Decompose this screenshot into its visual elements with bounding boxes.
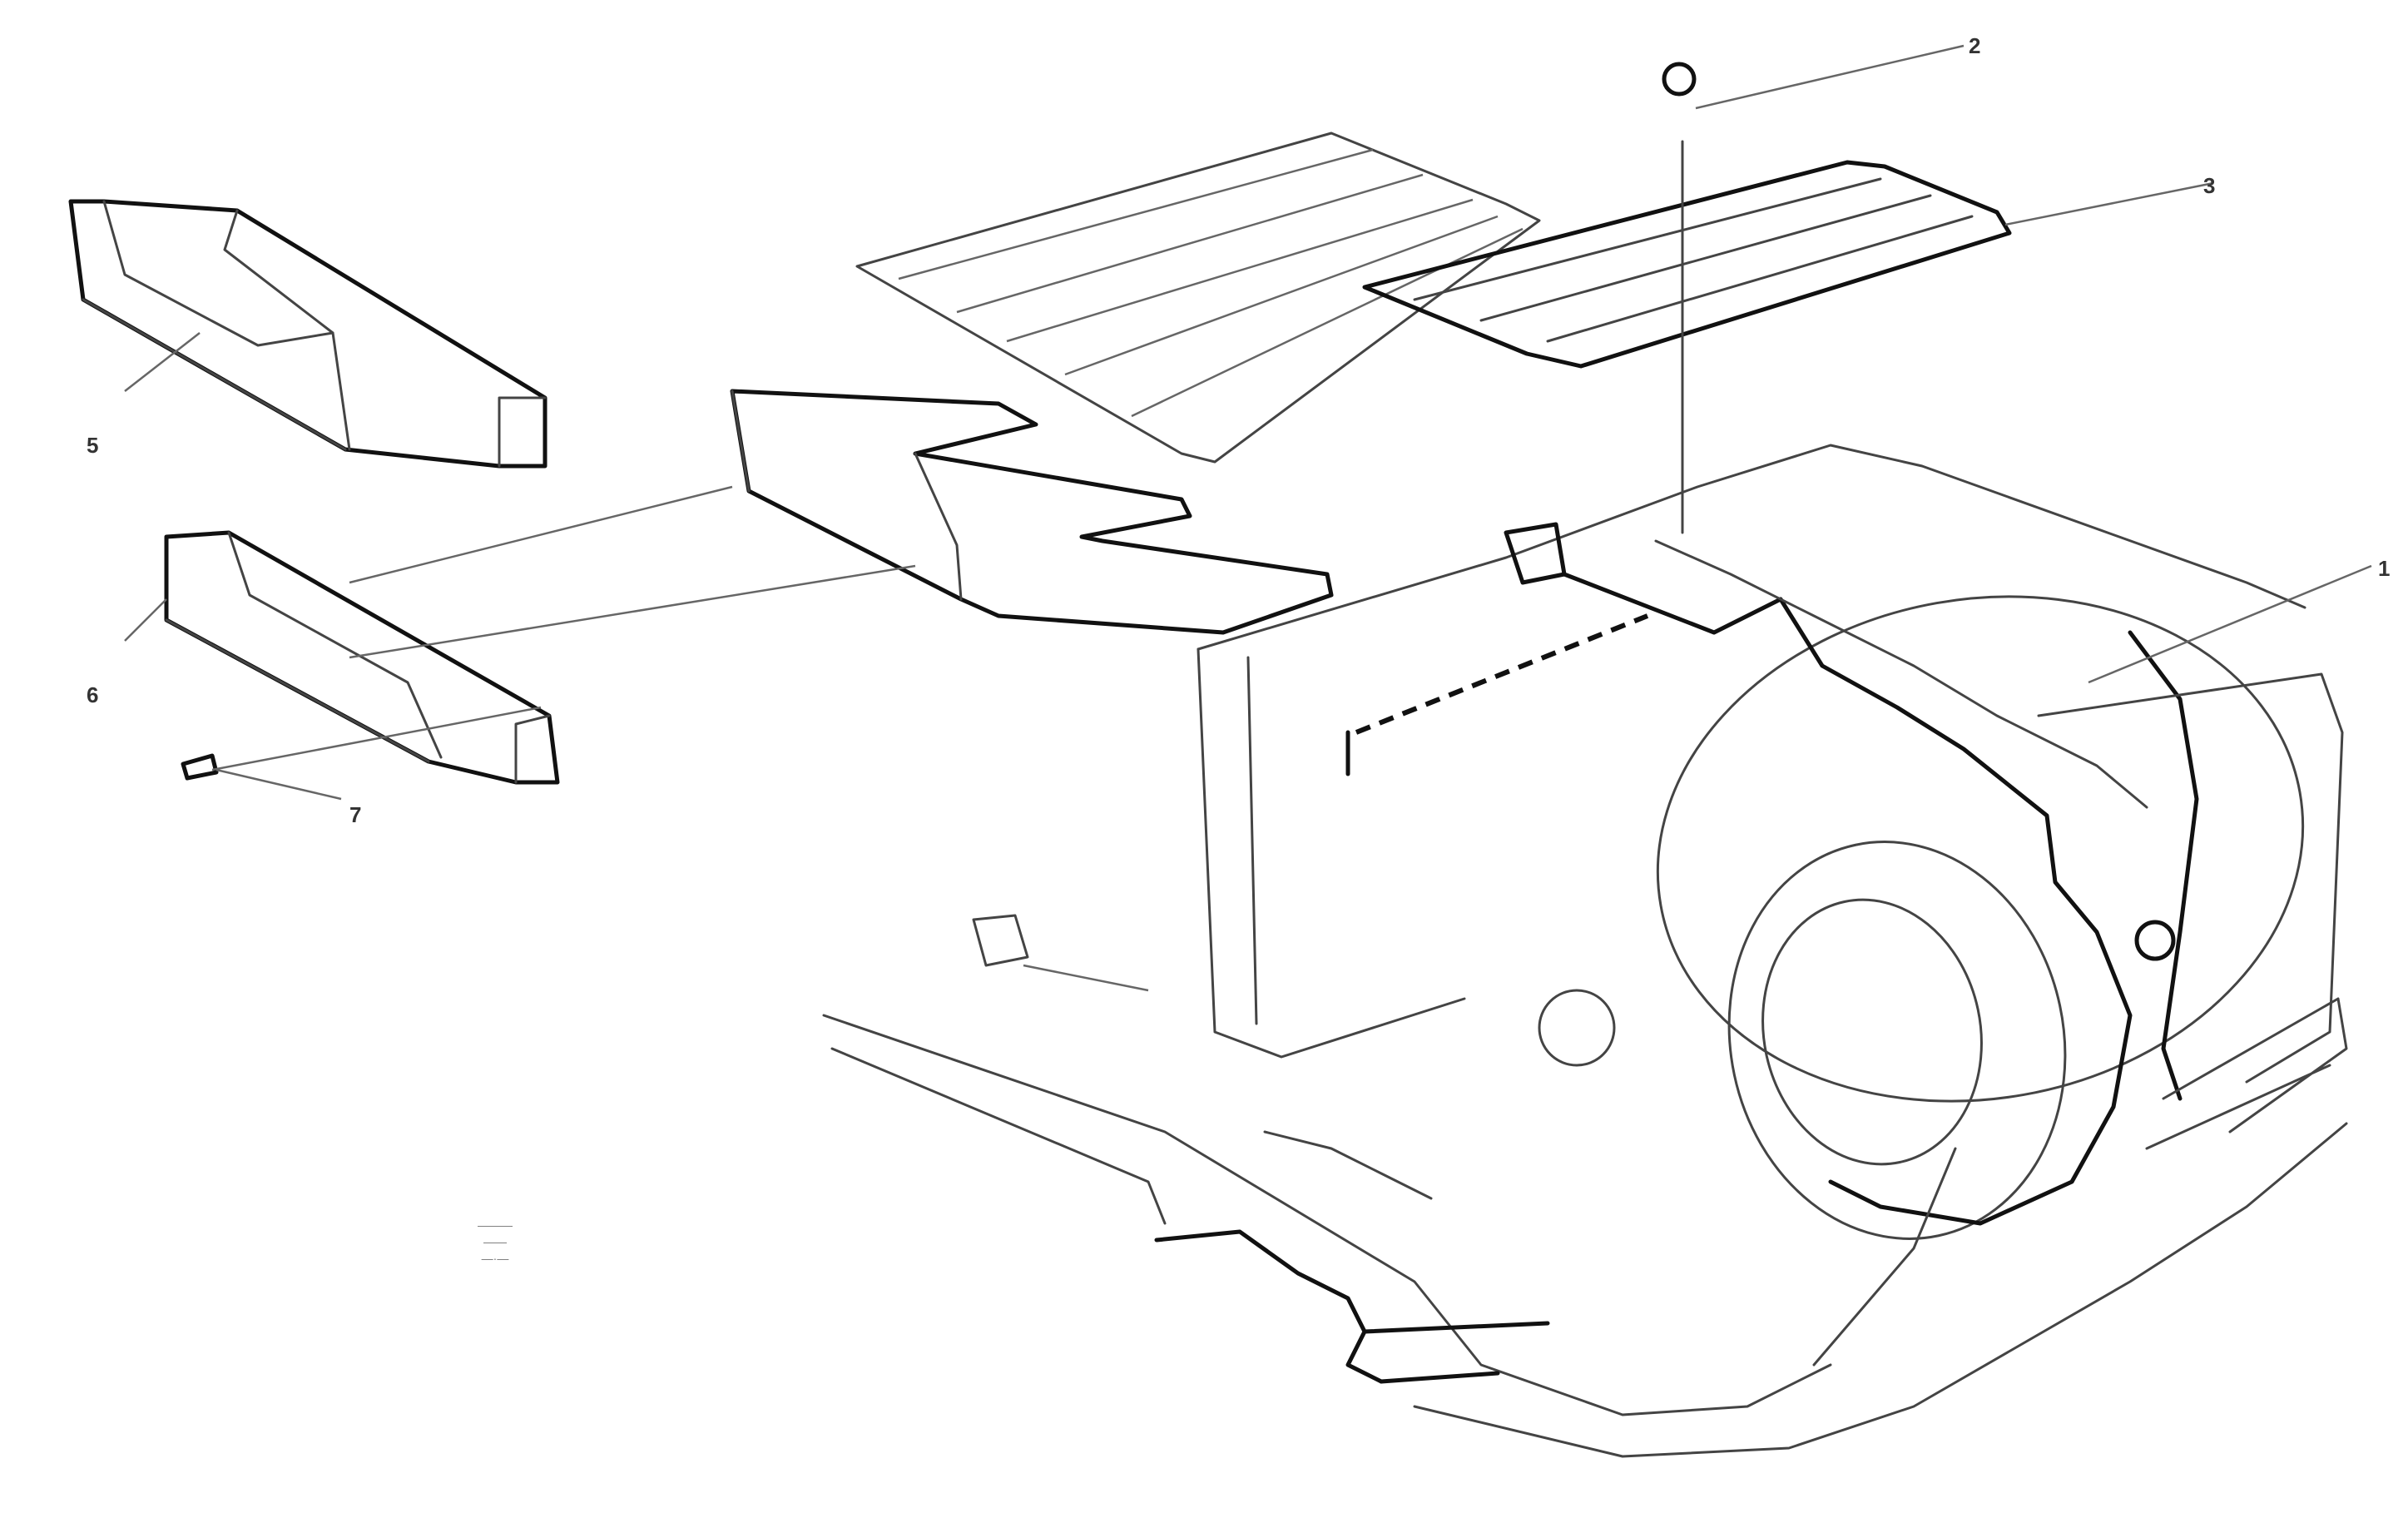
reference-line: ——— [478,1218,513,1232]
center-guard-part [211,389,1334,771]
track-guard-lower-part [124,530,560,785]
callout-6: 6 [87,682,99,707]
reference-line: —— [483,1235,507,1248]
nut-bolt-part [1345,44,1965,776]
screw-part [181,753,342,801]
bolt-small-part [972,914,1149,992]
callout-1: 1 [2378,556,2391,581]
callout-7: 7 [349,802,362,827]
track-chain-part [822,1014,2348,1458]
reference-block: ——— —— —·— [420,1217,570,1267]
track-shoes-part [855,131,2214,464]
track-guard-upper-part [68,199,547,469]
reference-line: —·— [481,1252,509,1265]
callout-2: 2 [1969,33,1981,58]
callout-3: 3 [2203,173,2216,198]
sprocket-track-frame-part [1197,444,2372,1240]
callout-5: 5 [87,433,99,458]
